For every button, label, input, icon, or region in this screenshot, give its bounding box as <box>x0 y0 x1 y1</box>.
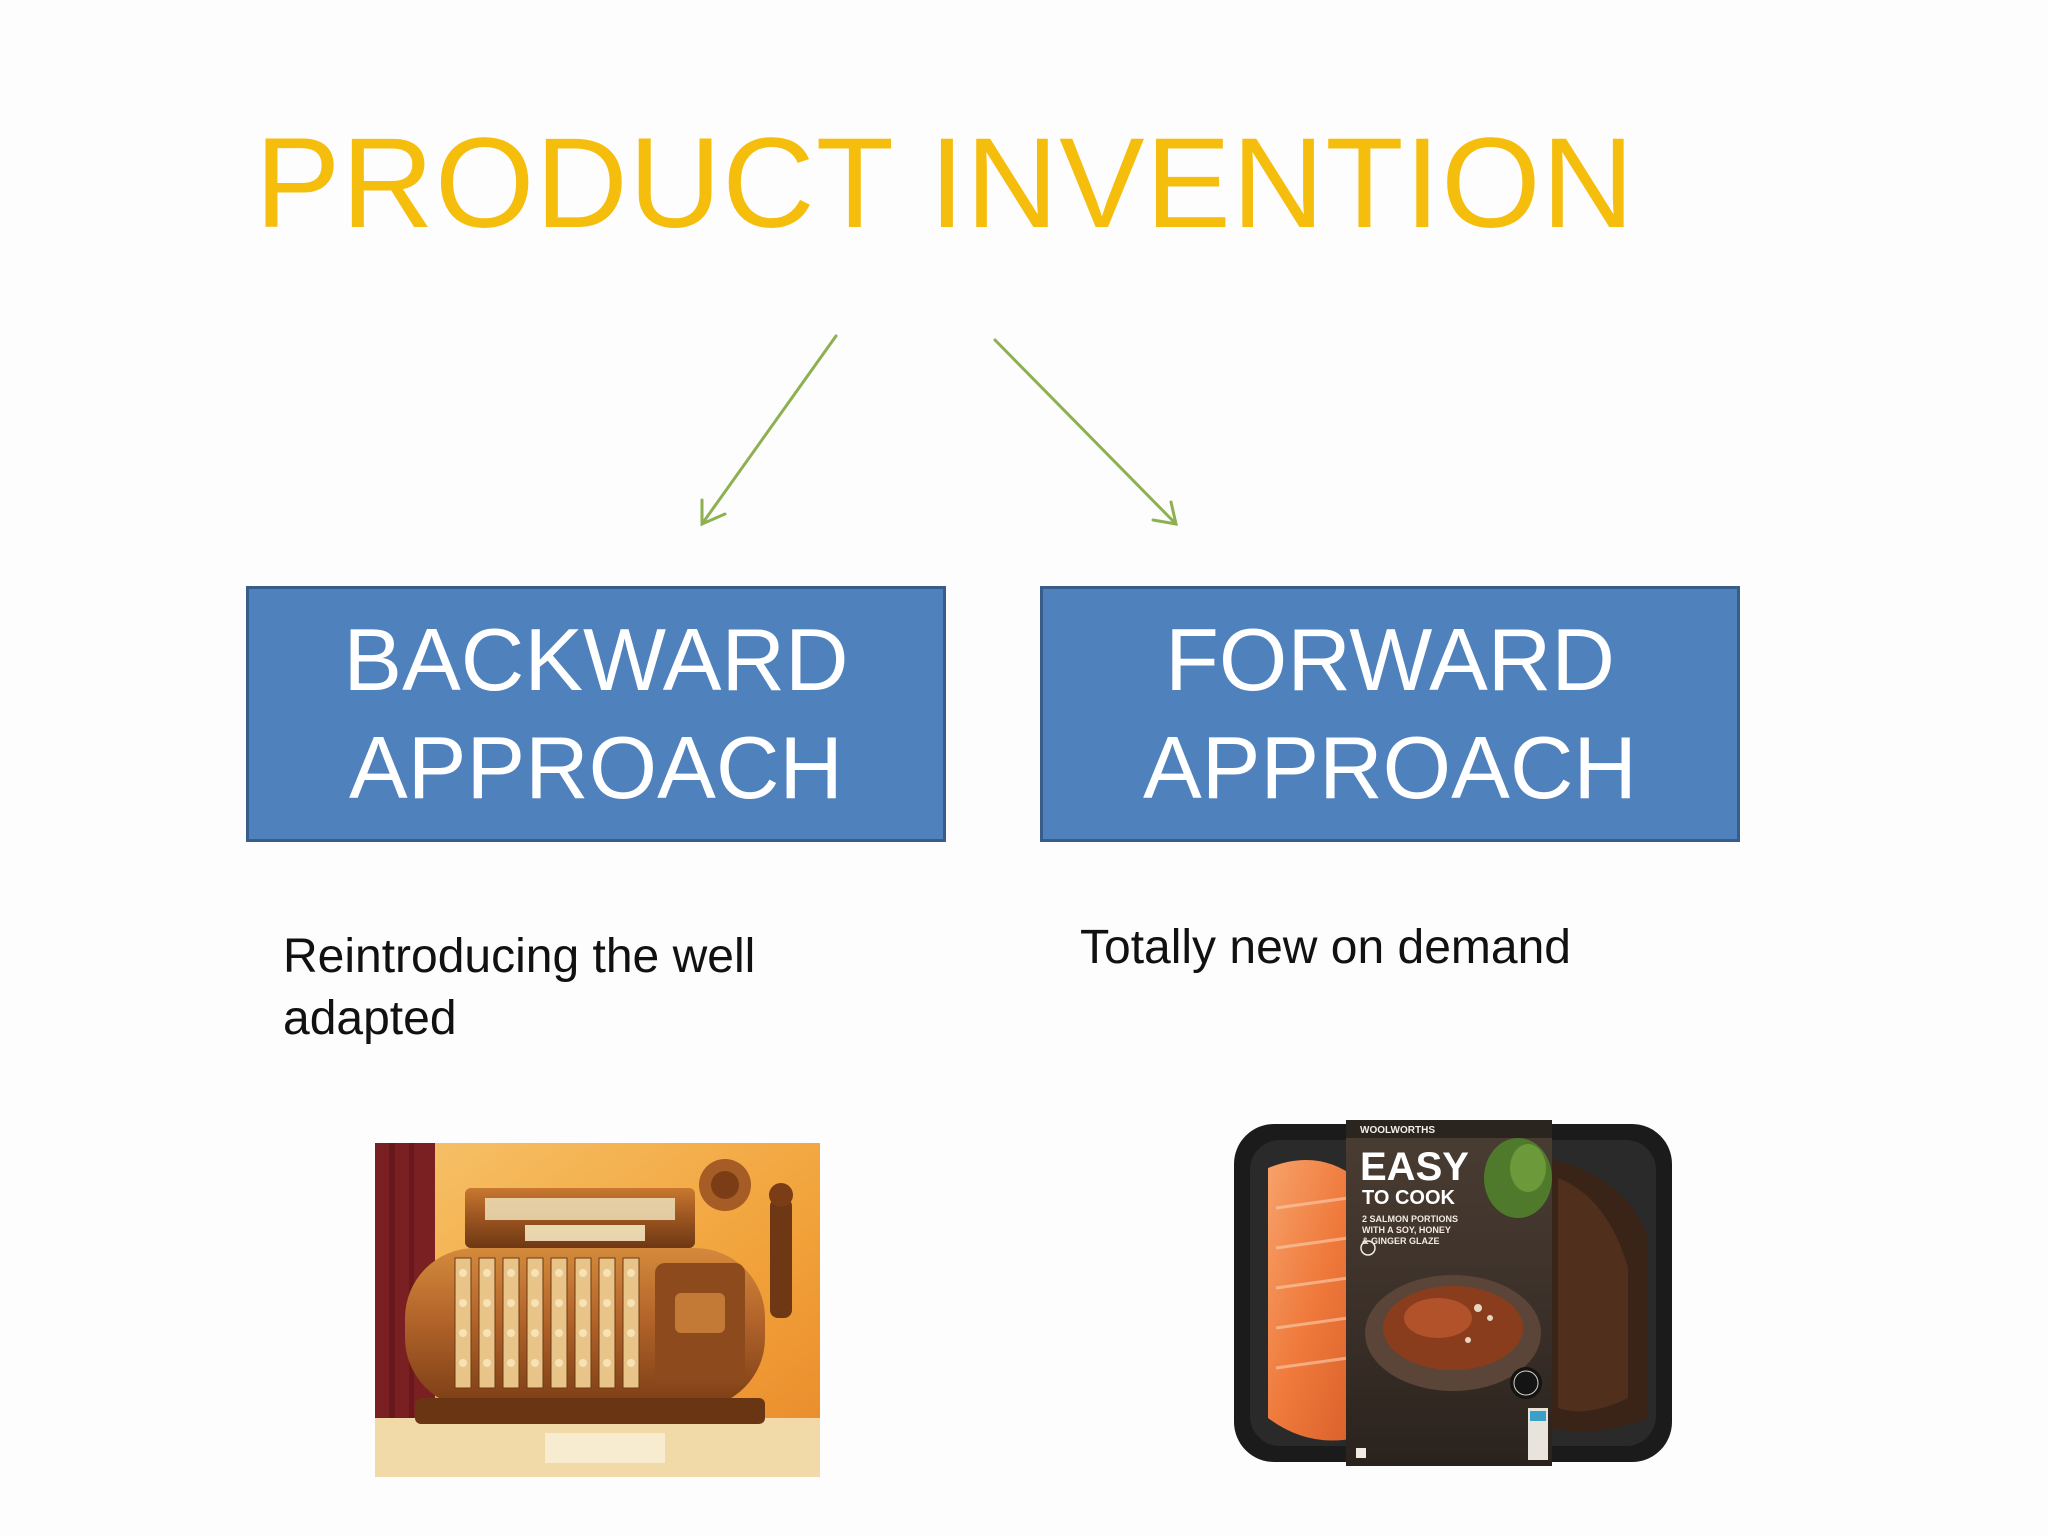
backward-description: Reintroducing the well adapted <box>283 930 756 1045</box>
package-desc-3: & GINGER GLAZE <box>1362 1236 1440 1246</box>
backward-box-line1: BACKWARD <box>343 610 849 709</box>
package-desc-2: WITH A SOY, HONEY <box>1362 1225 1451 1235</box>
arrow-left-head <box>700 498 727 527</box>
salmon-package-image: WOOLWORTHS EASY TO COOK 2 SALMON PORTION… <box>1228 1118 1676 1468</box>
arrow-right-head <box>1151 500 1178 526</box>
package-headline-1: EASY <box>1360 1145 1469 1189</box>
package-desc-1: 2 SALMON PORTIONS <box>1362 1214 1458 1224</box>
forward-box-line1: FORWARD <box>1165 610 1615 709</box>
backward-box-line2: APPROACH <box>349 718 843 817</box>
package-headline-2: TO COOK <box>1362 1187 1456 1209</box>
slide-title: PRODUCT INVENTION <box>255 112 1636 255</box>
forward-approach-box: FORWARD APPROACH <box>1040 586 1740 842</box>
backward-approach-box: BACKWARD APPROACH <box>246 586 946 842</box>
cash-register-image <box>375 1143 820 1477</box>
forward-box-line2: APPROACH <box>1143 718 1637 817</box>
arrow-right-line <box>993 338 1178 526</box>
package-brand: WOOLWORTHS <box>1360 1125 1435 1136</box>
arrow-left-line <box>700 334 838 526</box>
forward-description: Totally new on demand <box>1080 921 1571 974</box>
